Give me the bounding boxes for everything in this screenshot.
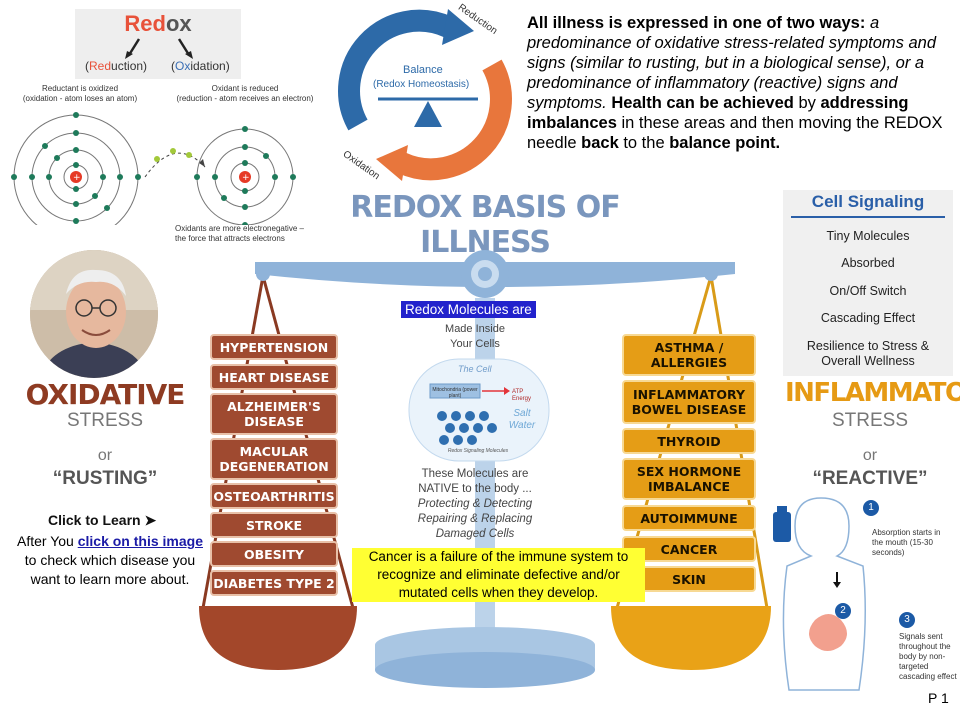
disease-heart[interactable]: HEART DISEASE xyxy=(210,364,338,390)
electronegative-note: Oxidants are more electronegative –the f… xyxy=(175,224,304,243)
cycle-balance-label: Balance xyxy=(403,64,443,76)
step-1-badge: 1 xyxy=(863,500,879,516)
oxidant-caption: Oxidant is reduced(reduction - atom rece… xyxy=(176,84,314,103)
disease-thyroid[interactable]: THYROID xyxy=(622,428,756,454)
atp-label: ATP Energy xyxy=(512,389,532,402)
disease-cancer[interactable]: CANCER xyxy=(622,536,756,562)
cell-signaling-item: Overall Wellness xyxy=(821,354,915,368)
mitochondria-label: Mitochondria (power plant) xyxy=(432,387,478,399)
cell-signaling-item: Tiny Molecules xyxy=(826,229,910,243)
disease-stroke[interactable]: STROKE xyxy=(210,512,338,538)
reductant-atom: + xyxy=(11,112,141,225)
oxidative-or-label: or xyxy=(97,447,113,464)
disease-diabetes[interactable]: DIABETES TYPE 2 xyxy=(210,570,338,596)
inflammatory-title: INFLAMMATORY xyxy=(785,378,960,408)
cell-signaling-box: Cell Signaling Tiny Molecules Absorbed O… xyxy=(783,190,953,376)
disease-hypertension[interactable]: HYPERTENSION xyxy=(210,334,338,360)
absorption-diagram xyxy=(773,497,866,691)
disease-ibd[interactable]: INFLAMMATORY BOWEL DISEASE xyxy=(622,380,756,424)
the-cell-label: The Cell xyxy=(458,364,492,374)
absorption-step1-text: Absorption starts in the mouth (15-30 se… xyxy=(872,528,941,557)
presenter-portrait[interactable] xyxy=(30,250,158,378)
cell-signaling-item: On/Off Switch xyxy=(829,284,907,298)
svg-text:+: + xyxy=(242,173,250,183)
disease-alzheimers[interactable]: ALZHEIMER'S DISEASE xyxy=(210,393,338,435)
disease-obesity[interactable]: OBESITY xyxy=(210,541,338,567)
absorption-step3-text: Signals sent throughout the body by non-… xyxy=(899,632,957,681)
cell-signaling-item: Cascading Effect xyxy=(820,311,916,325)
signaling-molecules-label: Redox Signaling Molecules xyxy=(447,448,509,454)
disease-asthma[interactable]: ASTHMA / ALLERGIES xyxy=(622,334,756,376)
svg-text:+: + xyxy=(73,173,81,183)
redox-word: Redox xyxy=(124,11,192,36)
salt-water-label: Salt Water xyxy=(508,408,536,431)
cell-signaling-item: Absorbed xyxy=(841,256,895,270)
oxidative-stress-label: STRESS xyxy=(66,410,144,431)
redox-molecules-label: Redox Molecules are xyxy=(401,301,536,318)
cell-signaling-title: Cell Signaling xyxy=(811,192,925,211)
rusting-label: “RUSTING” xyxy=(52,468,158,489)
balance-cycle-graphic xyxy=(338,9,512,181)
person-avatar-icon xyxy=(30,250,158,378)
electron-transfer xyxy=(144,148,206,178)
disease-macular[interactable]: MACULAR DEGENERATION xyxy=(210,438,338,480)
redox-arrows-icon xyxy=(125,38,193,59)
image-link[interactable]: click on this image xyxy=(77,533,203,549)
step-2-badge: 2 xyxy=(835,603,851,619)
step-3-badge: 3 xyxy=(899,612,915,628)
disease-sex-hormone[interactable]: SEX HORMONE IMBALANCE xyxy=(622,458,756,500)
reduction-label: (Reduction) xyxy=(85,59,148,73)
disease-autoimmune[interactable]: AUTOIMMUNE xyxy=(622,505,756,531)
cell-signaling-divider xyxy=(791,216,945,218)
oxidative-title: OXIDATIVE xyxy=(25,378,186,411)
click-to-learn[interactable]: Click to Learn ➤ xyxy=(48,512,157,528)
reactive-label: “REACTIVE” xyxy=(812,468,928,489)
oxidant-atom: + xyxy=(194,126,296,225)
page-number: P 1 xyxy=(928,690,949,706)
cell-diagram xyxy=(408,358,550,462)
intro-text: All illness is expressed in one of two w… xyxy=(527,14,943,152)
oxidation-label: (Oxidation) xyxy=(171,59,230,73)
cell-signaling-item: Resilience to Stress & xyxy=(806,339,930,353)
reductant-caption: Reductant is oxidized(oxidation - atom l… xyxy=(22,84,138,103)
redox-header-box: Redox (Reduction) (Oxidation) xyxy=(75,9,241,79)
cancer-note: Cancer is a failure of the immune system… xyxy=(352,548,645,602)
instruction-text: After You click on this image to check w… xyxy=(17,533,203,587)
disease-osteoarthritis[interactable]: OSTEOARTHRITIS xyxy=(210,483,338,509)
inflammatory-or-label: or xyxy=(862,447,878,464)
atom-diagram: + + xyxy=(11,112,296,225)
cycle-homeostasis-label: (Redox Homeostasis) xyxy=(373,79,470,90)
inflammatory-stress-label: STRESS xyxy=(831,410,909,431)
